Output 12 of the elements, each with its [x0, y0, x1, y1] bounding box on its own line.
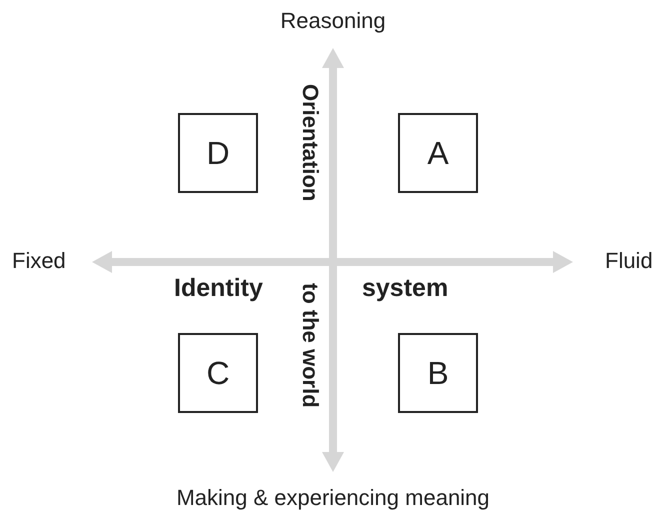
- axis-end-label: Fixed: [12, 250, 66, 272]
- axis-title: Orientation: [299, 84, 321, 202]
- quadrant-box: B: [398, 333, 478, 413]
- axis-end-label: Fluid: [605, 250, 653, 272]
- quadrant-box: D: [178, 113, 258, 193]
- axis-title: system: [362, 276, 448, 301]
- axis-end-label: Making & experiencing meaning: [176, 487, 490, 509]
- quadrant-box: A: [398, 113, 478, 193]
- axis-title: to the world: [299, 283, 321, 408]
- axis-end-label: Reasoning: [280, 10, 386, 32]
- quadrant-box: C: [178, 333, 258, 413]
- axis-title: Identity: [174, 276, 263, 301]
